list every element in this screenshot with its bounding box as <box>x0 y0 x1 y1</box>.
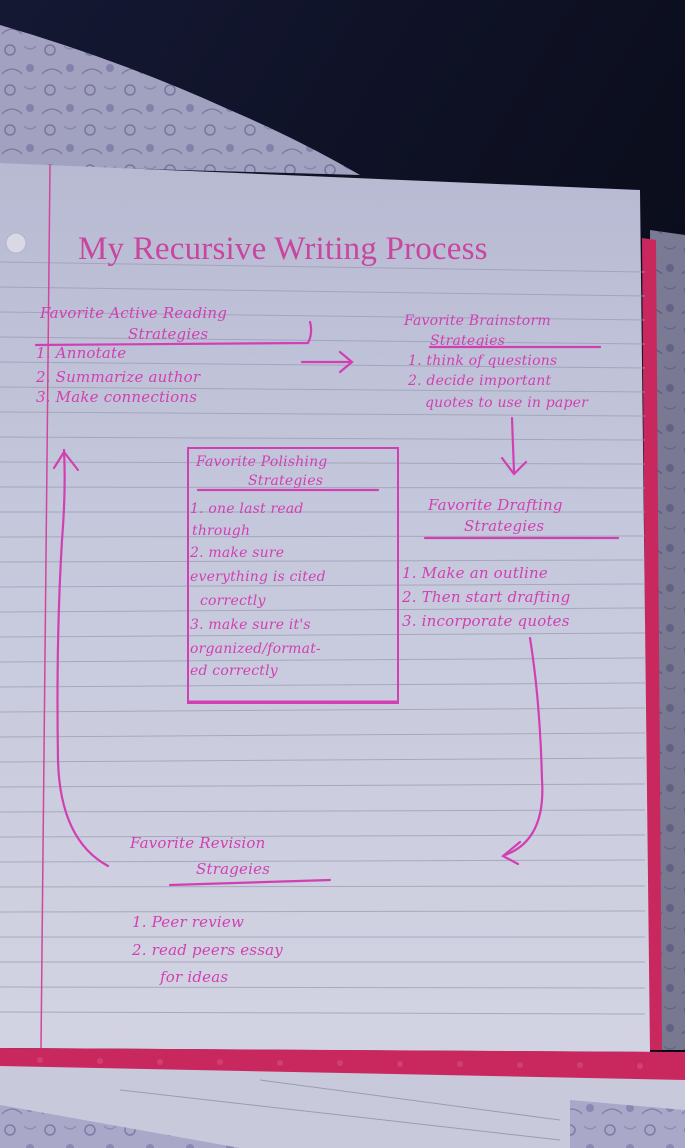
list-item: 1. Peer review <box>132 913 245 931</box>
list-item: 2. read peers essay <box>132 941 283 959</box>
section-heading: Favorite Brainstorm <box>404 313 551 329</box>
list-item: ed correctly <box>190 663 278 679</box>
list-item: quotes to use in paper <box>425 395 588 411</box>
list-item: correctly <box>200 593 266 609</box>
list-item: 1. think of questions <box>408 353 558 369</box>
list-item: 3. make sure it's <box>190 617 311 633</box>
list-item: 1. Make an outline <box>402 564 548 582</box>
list-item: 1. Annotate <box>36 344 127 362</box>
list-item: 3. incorporate quotes <box>402 612 570 630</box>
list-item: everything is cited <box>190 569 326 585</box>
page-title: My Recursive Writing Process <box>78 231 488 267</box>
section-heading: Favorite Revision <box>130 834 266 852</box>
section-heading: Favorite Drafting <box>428 496 563 514</box>
section-heading: Strageies <box>196 860 271 878</box>
section-heading: Favorite Active Reading <box>40 304 228 322</box>
list-item: 2. Summarize author <box>36 368 201 386</box>
list-item: 2. decide important <box>408 373 552 389</box>
list-item: organized/format- <box>190 641 321 657</box>
section-heading: Strategies <box>128 325 209 343</box>
list-item: 2. make sure <box>190 545 285 561</box>
list-item: for ideas <box>160 968 229 986</box>
list-item: 2. Then start drafting <box>402 588 571 606</box>
list-item: 1. one last read <box>190 501 304 517</box>
section-heading: Strategies <box>430 333 506 349</box>
list-item: 3. Make connections <box>36 388 198 406</box>
section-heading: Favorite Polishing <box>196 454 328 470</box>
section-heading: Strategies <box>464 517 545 535</box>
section-heading: Strategies <box>248 473 324 489</box>
list-item: through <box>192 523 251 539</box>
